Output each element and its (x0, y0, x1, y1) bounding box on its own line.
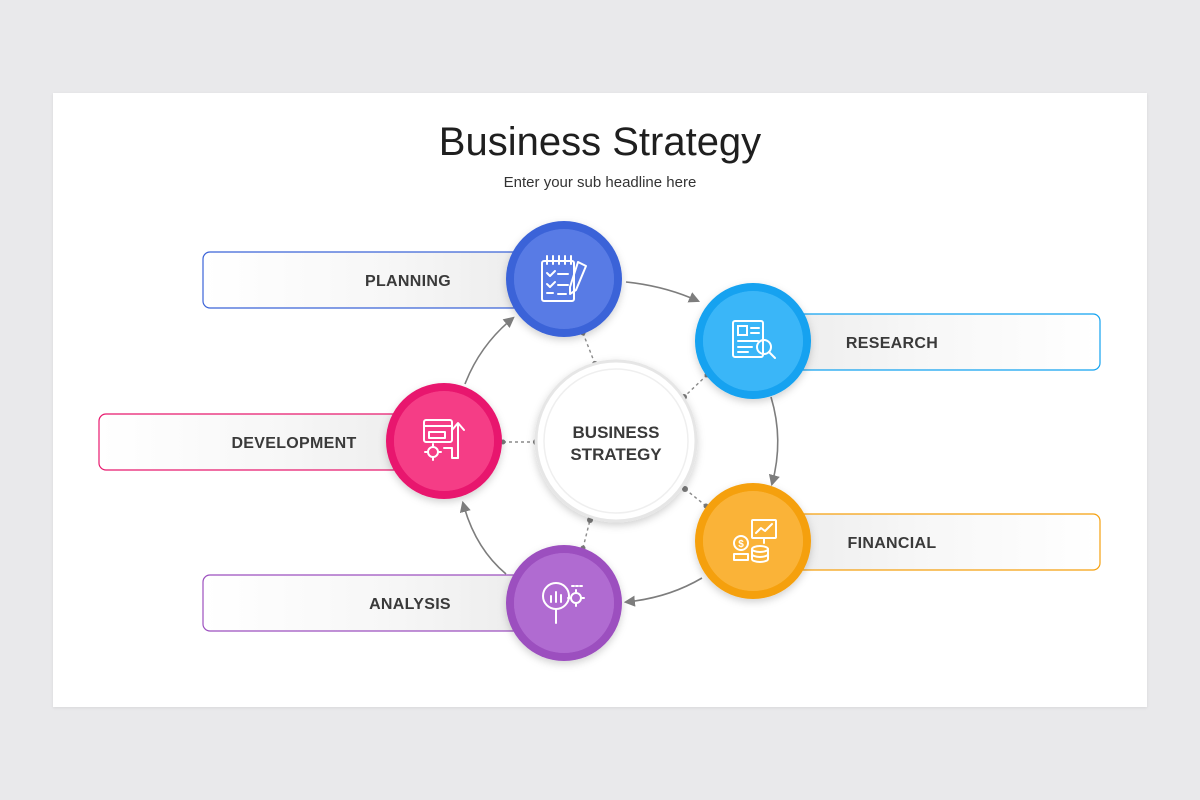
page-title: Business Strategy (438, 120, 762, 164)
stage-node-financial: $ (695, 483, 811, 599)
center-label-line2: STRATEGY (570, 445, 662, 464)
center-hub: BUSINESS STRATEGY (534, 359, 698, 523)
stage-label-analysis: ANALYSIS (369, 596, 451, 613)
arrow-development-to-planning (464, 316, 515, 385)
arrow-research-to-financial (768, 396, 780, 487)
stage-label-planning: PLANNING (365, 273, 451, 290)
page-subtitle: Enter your sub headline here (503, 174, 697, 191)
label-box-research: RESEARCH (771, 313, 1101, 371)
stage-node-analysis (506, 545, 622, 661)
development-gear-icon (423, 419, 465, 461)
label-box-analysis: ANALYSIS (202, 574, 534, 632)
center-label-line1: BUSINESS (573, 423, 660, 442)
coins-chart-icon: $ (733, 519, 777, 563)
document-magnifier-icon (732, 320, 776, 359)
label-box-planning: PLANNING (202, 251, 534, 309)
stage-label-research: RESEARCH (846, 335, 938, 352)
stage-node-research (695, 283, 811, 399)
svg-text:$: $ (738, 539, 744, 550)
checklist-pen-icon (541, 255, 587, 302)
arrow-planning-to-research (625, 281, 701, 303)
stage-label-financial: FINANCIAL (848, 535, 937, 552)
cycle-arrows (459, 281, 780, 607)
label-box-financial: FINANCIAL (771, 513, 1101, 571)
arrow-financial-to-analysis (623, 577, 703, 607)
stage-node-development (386, 383, 502, 499)
stage-node-planning (506, 221, 622, 337)
stage-label-development: DEVELOPMENT (231, 435, 356, 452)
data-analysis-icon (542, 582, 585, 624)
arrow-analysis-to-development (459, 500, 507, 575)
label-box-development: DEVELOPMENT (98, 413, 430, 471)
